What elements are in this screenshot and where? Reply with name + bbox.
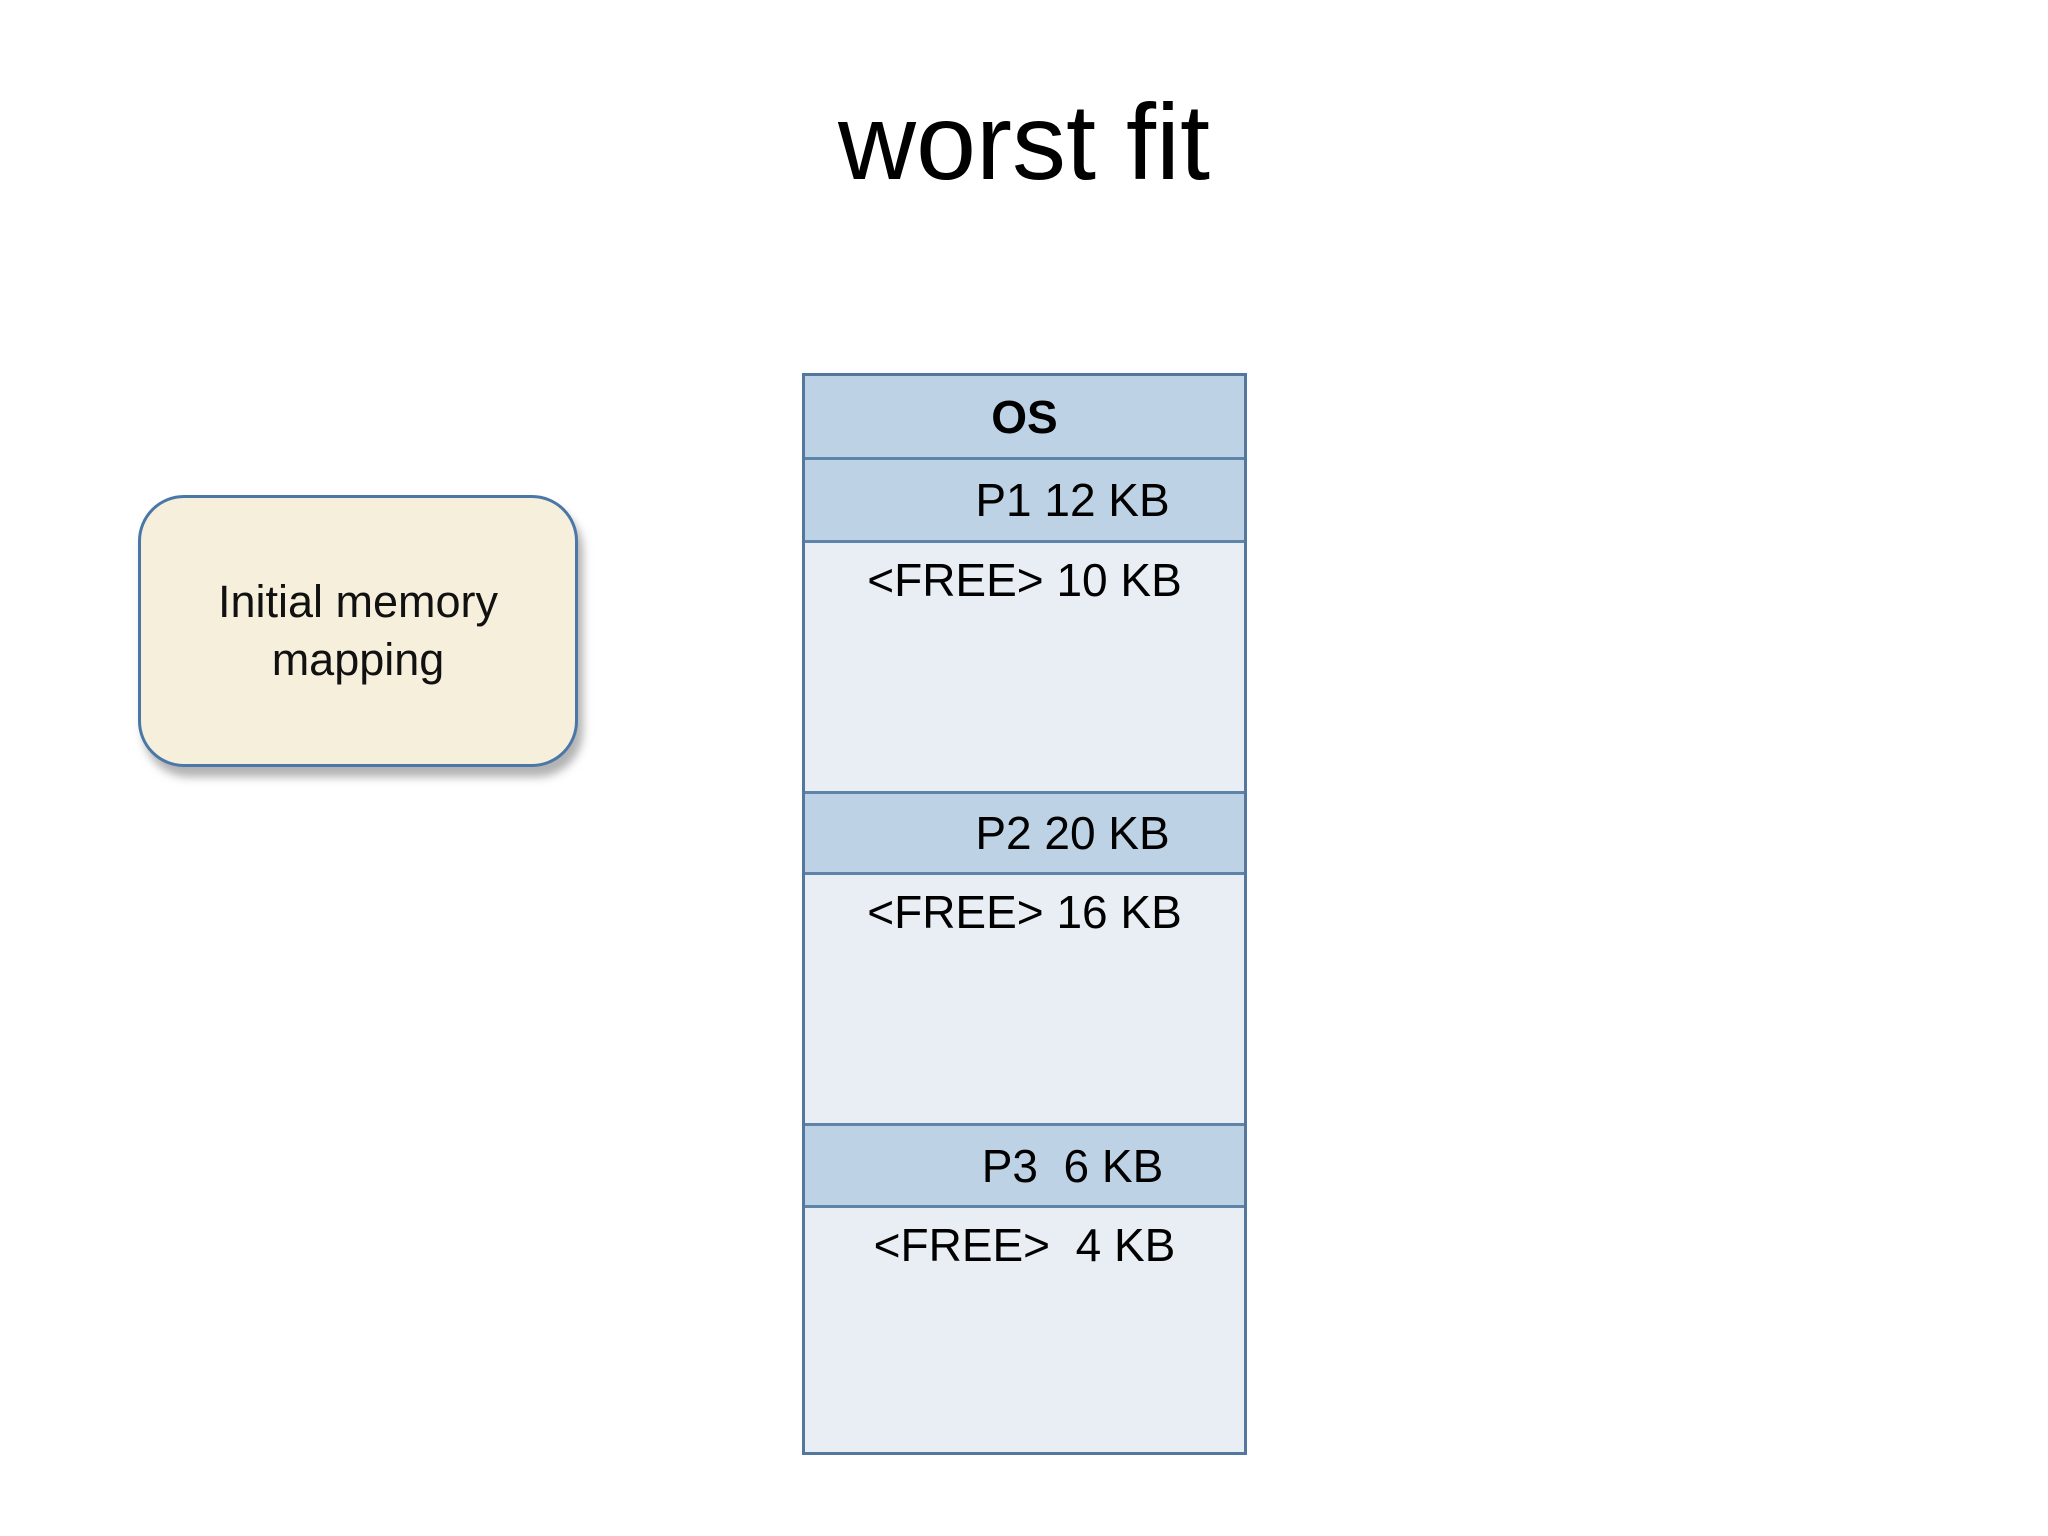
memory-segment-p1-label: P1 12 KB	[975, 474, 1170, 526]
memory-segment-free-4kb-label: <FREE> 4 KB	[873, 1219, 1176, 1271]
memory-map-diagram: OS P1 12 KB <FREE> 10 KB P2 20 KB <FREE>…	[802, 373, 1247, 1455]
slide-title: worst fit	[837, 81, 1211, 202]
memory-segment-free-4kb: <FREE> 4 KB	[805, 1205, 1244, 1452]
memory-segment-free-16kb: <FREE> 16 KB	[805, 872, 1244, 1123]
callout-label: Initial memory mapping	[217, 575, 499, 686]
memory-segment-os-label: OS	[991, 390, 1058, 443]
memory-segment-p3-label: P3 6 KB	[981, 1139, 1164, 1192]
memory-segment-p2: P2 20 KB	[805, 791, 1244, 872]
memory-segment-free-10kb: <FREE> 10 KB	[805, 540, 1244, 791]
initial-memory-mapping-callout: Initial memory mapping	[138, 495, 578, 767]
memory-segment-os: OS	[805, 376, 1244, 457]
memory-segment-free-16kb-label: <FREE> 16 KB	[867, 886, 1182, 938]
memory-segment-p1: P1 12 KB	[805, 457, 1244, 540]
memory-segment-free-10kb-label: <FREE> 10 KB	[867, 554, 1182, 606]
memory-segment-p2-label: P2 20 KB	[975, 807, 1170, 859]
memory-segment-p3: P3 6 KB	[805, 1123, 1244, 1205]
